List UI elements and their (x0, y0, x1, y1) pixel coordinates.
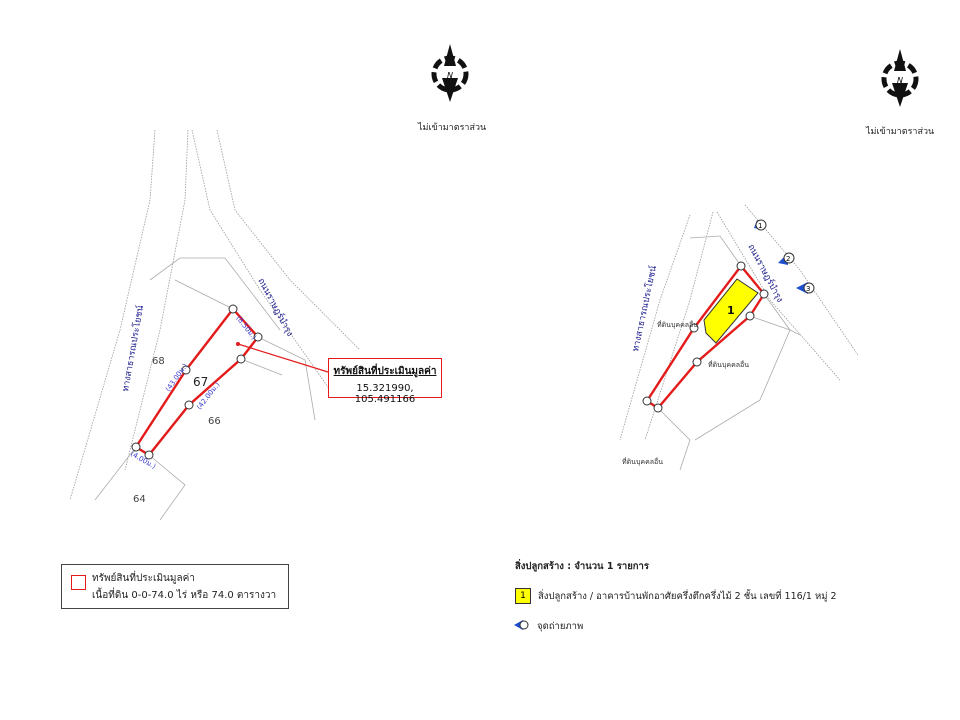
svg-text:N: N (447, 71, 453, 80)
right-road-public-label: ทางสาธารณประโยชน์ (629, 265, 659, 353)
north-arrow-icon: N (881, 49, 919, 107)
photo-point-legend-icon (514, 620, 529, 630)
left-boundary-pins (131, 304, 263, 460)
structures-heading: สิ่งปลูกสร้าง : จำนวน 1 รายการ (515, 561, 649, 572)
property-callout: ทรัพย์สินที่ประเมินมูลค่า 15.321990, 105… (328, 358, 442, 405)
photo-point-3[interactable]: 3 (796, 282, 815, 294)
left-road-public-label: ทางสาธารณประโยชน์ (119, 304, 146, 392)
north-arrow-icon: N (431, 44, 469, 102)
building-number: 1 (727, 304, 735, 317)
callout-leader (237, 343, 329, 373)
building-1[interactable] (703, 278, 759, 344)
parcel-68: 68 (152, 356, 165, 367)
right-map-roads (619, 204, 859, 471)
dimension-label: (8.50ม.) (234, 314, 258, 341)
neighbor-label: ที่ดินบุคคลอื่น (708, 360, 749, 369)
svg-text:N: N (897, 76, 903, 85)
left-parcel-boundary[interactable] (134, 307, 260, 457)
parcel-66: 66 (208, 416, 221, 427)
structure-description: สิ่งปลูกสร้าง / อาคารบ้านพักอาศัยครึ่งตึ… (538, 591, 837, 602)
photo-point-1[interactable]: 1 (754, 219, 767, 231)
legend-label: ทรัพย์สินที่ประเมินมูลค่า (92, 573, 195, 584)
dimension-label: (4.00ม.) (129, 450, 157, 471)
dimension-label: (43.00ม.) (164, 362, 189, 393)
callout-coordinates: 15.321990, 105.491166 (354, 383, 416, 405)
svg-text:1: 1 (758, 222, 762, 230)
photo-point-2[interactable]: 2 (778, 252, 795, 265)
structure-badge: 1 (515, 588, 531, 604)
scale-note: ไม่เข้ามาตราส่วน (865, 126, 934, 137)
parcel-67: 67 (193, 375, 208, 389)
svg-text:2: 2 (786, 255, 790, 263)
legend: ทรัพย์สินที่ประเมินมูลค่า เนื้อที่ดิน 0-… (61, 564, 289, 609)
scale-note: ไม่เข้ามาตราส่วน (417, 122, 486, 133)
neighbor-label: ที่ดินบุคคลอื่น (622, 457, 663, 466)
right-boundary-pins (642, 261, 769, 413)
photo-point-legend-label: จุดถ่ายภาพ (537, 621, 584, 632)
parcel-swatch (71, 575, 86, 590)
legend-area: เนื้อที่ดิน 0-0-74.0 ไร่ หรือ 74.0 ตาราง… (92, 590, 277, 601)
neighbor-label: ที่ดินบุคคลอื่น (657, 320, 698, 329)
parcel-64: 64 (133, 494, 146, 505)
left-map-roads (69, 129, 361, 521)
svg-text:3: 3 (806, 285, 810, 293)
left-road-main-label: ถนนราษฎร์บำรุง (255, 276, 296, 339)
callout-title: ทรัพย์สินที่ประเมินมูลค่า (333, 366, 437, 377)
